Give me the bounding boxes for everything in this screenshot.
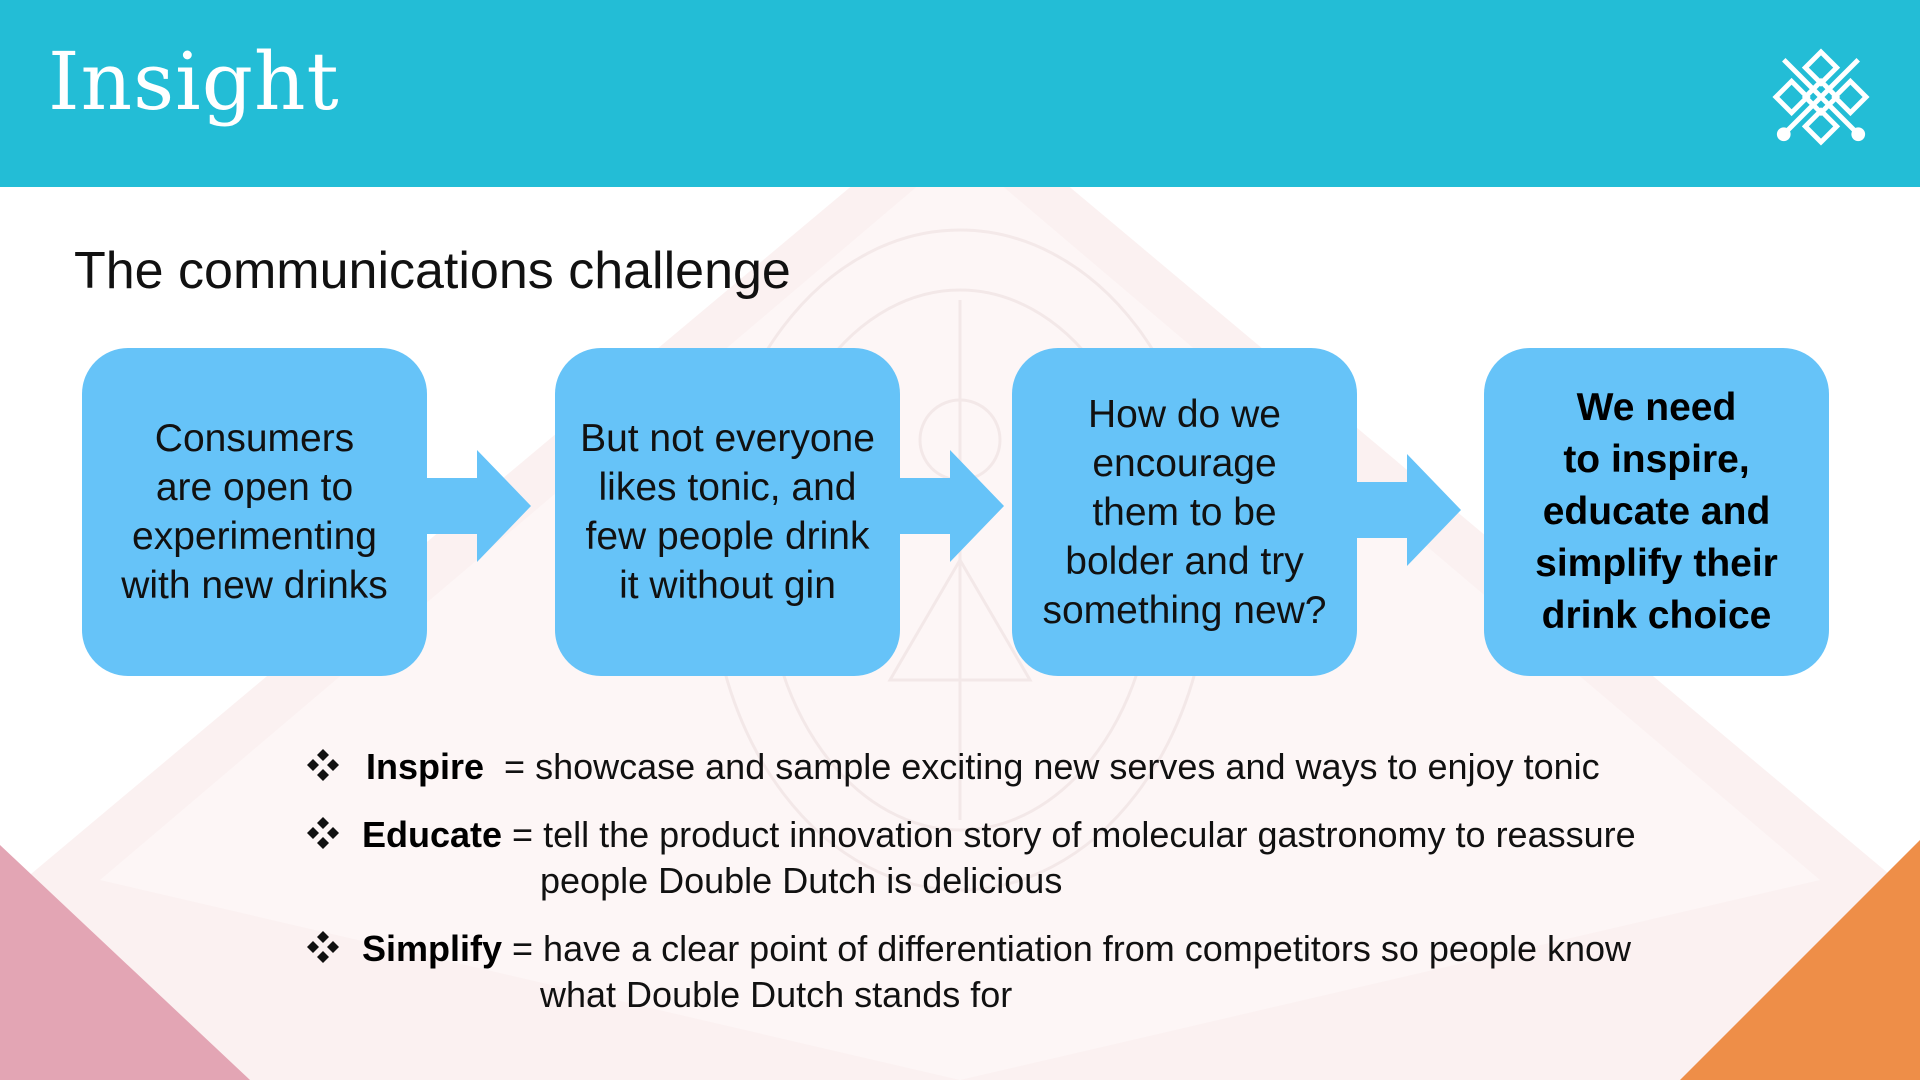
- bullet-definition: = showcase and sample exciting new serve…: [484, 746, 1600, 787]
- bullet-definition: = tell the product innovation story of m…: [502, 814, 1636, 855]
- header-bar: Insight: [0, 0, 1920, 187]
- corner-triangle-right: [1680, 840, 1920, 1080]
- step-text-4: We need to inspire, educate and simplify…: [1535, 386, 1778, 637]
- diamond-bullet-icon: [307, 817, 339, 849]
- bullet-term: Educate: [362, 814, 503, 855]
- bullet-item-simplify-continued: what Double Dutch stands for: [540, 974, 1013, 1015]
- step-text-3: How do we encourage them to be bolder an…: [1042, 392, 1327, 632]
- corner-triangle-left: [0, 845, 250, 1080]
- diamond-bullet-icon: [307, 931, 339, 963]
- step-box-4: We need to inspire, educate and simplify…: [1484, 348, 1829, 676]
- bullet-term: Simplify: [362, 928, 503, 969]
- arrow-right-icon: [900, 450, 1004, 562]
- bullet-item-simplify: Simplify = have a clear point of differe…: [362, 926, 1631, 972]
- step-text-1: Consumers are open to experimenting with…: [121, 417, 388, 607]
- arrow-right-icon: [1357, 454, 1461, 566]
- diamond-bullet-icon: [307, 749, 339, 781]
- diamond-lattice-logo-icon: [1772, 48, 1870, 146]
- bullet-item-educate: Educate = tell the product innovation st…: [362, 812, 1636, 858]
- step-text-2: But not everyone likes tonic, and few pe…: [580, 417, 875, 607]
- bullet-item-educate-continued: people Double Dutch is delicious: [540, 860, 1063, 901]
- step-box-1: Consumers are open to experimenting with…: [82, 348, 427, 676]
- section-subtitle: The communications challenge: [74, 242, 791, 300]
- page-title: Insight: [48, 35, 340, 128]
- bullet-definition: = have a clear point of differentiation …: [502, 928, 1632, 969]
- step-box-3: How do we encourage them to be bolder an…: [1012, 348, 1357, 676]
- bullet-item-inspire: Inspire = showcase and sample exciting n…: [366, 744, 1600, 790]
- arrow-right-icon: [427, 450, 531, 562]
- bullet-term: Inspire: [366, 746, 485, 787]
- step-box-2: But not everyone likes tonic, and few pe…: [555, 348, 900, 676]
- inner-diamond: [100, 150, 1820, 1080]
